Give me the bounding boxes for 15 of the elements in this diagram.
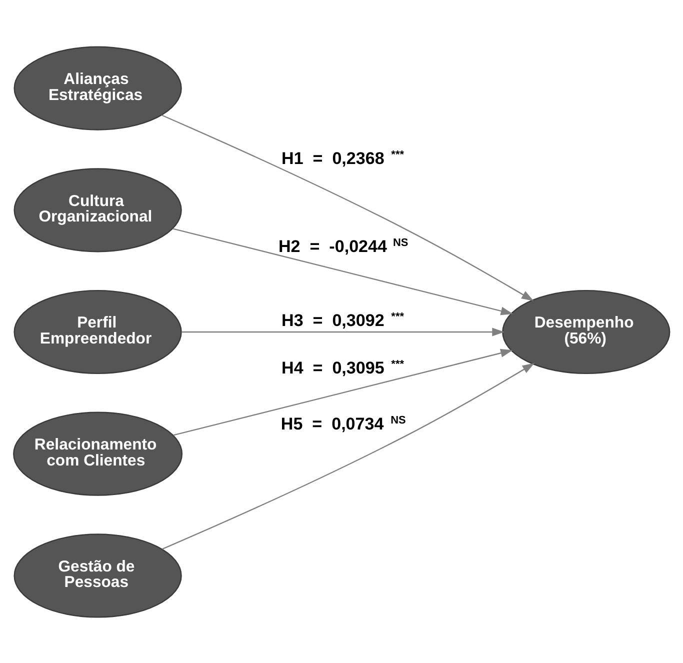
- node-ellipse: Relacionamento com Clientes: [13, 411, 183, 496]
- arrow: [173, 348, 513, 436]
- edge-label: H2 = -0,0244 $^{NS}$: [278, 236, 408, 256]
- edge-label: H1 = 0,2368 $^{***}$: [282, 148, 404, 168]
- arrow: [161, 114, 534, 300]
- arrow: [181, 327, 504, 336]
- arrow: [162, 362, 535, 550]
- node-ellipse: Gestão de Pessoas: [14, 533, 182, 618]
- edge-label: H4 = 0,3095 $^{***}$: [282, 358, 404, 378]
- arrow: [172, 228, 514, 315]
- edge-label: H3 = 0,3092 $^{***}$: [282, 310, 404, 330]
- node-ellipse: Perfil Empreendedor: [14, 289, 182, 374]
- edge-label: H5 = 0,0734 $^{NS}$: [280, 414, 406, 434]
- node-ellipse: Cultura Organizacional: [14, 168, 182, 252]
- node-ellipse: Alianças Estratégicas: [14, 46, 182, 130]
